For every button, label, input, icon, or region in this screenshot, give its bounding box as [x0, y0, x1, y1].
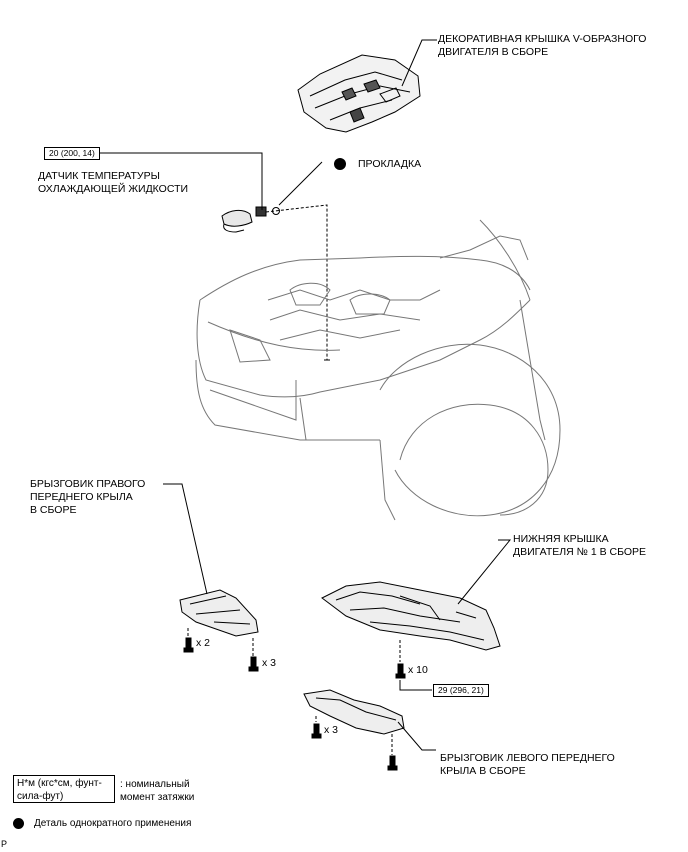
bolt-icon: [183, 637, 259, 672]
sensor-torque-value: 20 (200, 14): [44, 147, 100, 160]
right-splash-illustration: [179, 589, 259, 637]
engine-cover-illustration: [297, 54, 421, 133]
left-splash-label: БРЫЗГОВИК ЛЕВОГО ПЕРЕДНЕГО КРЫЛА В СБОРЕ: [440, 752, 615, 777]
torque-unit-legend-description: : номинальный момент затяжки: [120, 779, 195, 803]
bolt-icon: [395, 663, 406, 679]
coolant-sensor-illustration: [221, 206, 280, 233]
bolt-icon: [311, 723, 398, 771]
coolant-sensor-label: ДАТЧИК ТЕМПЕРАТУРЫ ОХЛАЖДАЮЩЕЙ ЖИДКОСТИ: [38, 170, 189, 195]
left-splash-illustration: [303, 689, 405, 735]
gasket-label: ПРОКЛАДКА: [358, 158, 422, 170]
under-cover-bolt-qty: x 10: [408, 664, 428, 676]
engine-cover-label: ДЕКОРАТИВНАЯ КРЫШКА V-ОБРАЗНОГО ДВИГАТЕЛ…: [438, 33, 647, 58]
non-reusable-legend-text: Деталь однократного применения: [34, 818, 192, 829]
car-outline: [195, 219, 561, 521]
corner-mark: P: [1, 839, 8, 849]
torque-unit-legend-box: Н*м (кгс*см, фунт- сила-фут): [13, 775, 115, 803]
right-splash-bolt-qty-b: x 3: [262, 657, 277, 669]
torque-unit-legend-text: Н*м (кгс*см, фунт- сила-фут): [17, 778, 102, 802]
non-reusable-legend-icon: [13, 818, 24, 829]
right-splash-bolt-qty-a: x 2: [196, 637, 211, 649]
non-reusable-icon: [334, 158, 346, 170]
under-cover-label: НИЖНЯЯ КРЫШКА ДВИГАТЕЛЯ № 1 В СБОРЕ: [513, 533, 647, 558]
right-splash-label: БРЫЗГОВИК ПРАВОГО ПЕРЕДНЕГО КРЫЛА В СБОР…: [30, 478, 146, 516]
left-splash-bolt-qty: x 3: [324, 724, 339, 736]
under-cover-illustration: [321, 581, 501, 651]
under-cover-torque-value: 29 (296, 21): [433, 684, 489, 697]
